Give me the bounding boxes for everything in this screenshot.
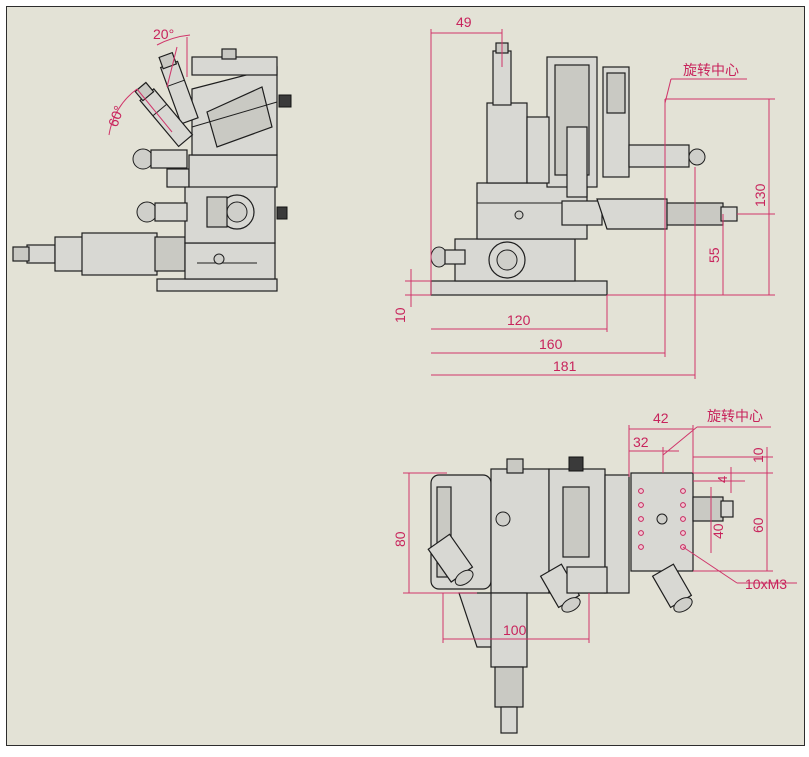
top-right-post-end: [720, 500, 734, 518]
dim-49-label: 49: [456, 14, 472, 30]
side-micrometer-tip: [26, 244, 56, 264]
top-slide-screw: [568, 456, 584, 472]
mount-hole: [638, 502, 644, 508]
front-vertical-mic: [566, 126, 588, 198]
front-right-arm-knob: [688, 148, 706, 166]
side-top-screw: [278, 94, 292, 108]
angle-60-label: 60°: [105, 103, 127, 128]
front-mic-mount: [561, 200, 603, 226]
front-mic-sleeve: [596, 198, 668, 230]
side-gonio-base: [188, 154, 278, 188]
side-middle-knob: [226, 201, 248, 223]
side-lower-stage: [184, 242, 276, 280]
top-rotation-center-label: 旋转中心: [707, 409, 763, 425]
side-right-screw: [276, 206, 288, 220]
side-middle-block: [206, 196, 228, 228]
mount-hole: [638, 544, 644, 550]
side-angle-leader-side: [136, 88, 173, 133]
dim-32-label: 32: [633, 434, 649, 450]
side-gonio-line: [191, 101, 278, 128]
dim-160-label: 160: [539, 336, 563, 352]
drawing-sheet: 20° 60°: [6, 6, 805, 746]
top-lower-bracket: [566, 566, 608, 594]
front-upper-connector: [526, 116, 550, 184]
dim-top-10-label: 10: [750, 447, 766, 463]
mount-hole: [638, 488, 644, 494]
side-knob-upper-shaft: [150, 149, 188, 169]
top-bottom-mic-body: [490, 592, 528, 668]
dim-4-label: 4: [715, 476, 730, 483]
side-top-cap: [221, 48, 237, 60]
side-knob-upper: [132, 148, 154, 170]
side-knob-middle: [136, 201, 158, 223]
top-connector: [604, 474, 630, 594]
side-base-plate: [156, 278, 278, 292]
front-rotation-center-label: 旋转中心: [683, 63, 739, 79]
top-bottom-mic-end: [500, 706, 518, 734]
side-view: 20° 60°: [12, 26, 292, 292]
side-micrometer-barrel: [54, 236, 86, 272]
top-left-angled-knob: [427, 533, 474, 586]
dim-60-label: 60: [750, 517, 766, 533]
top-view: 42 旋转中心 32 10 4 40 60 80 100 10xM3: [392, 409, 797, 734]
top-rc-leader: [662, 426, 698, 456]
top-right-angled-mic: [651, 563, 693, 613]
mount-hole: [638, 530, 644, 536]
front-lower-knob: [496, 249, 518, 271]
side-lower-screw: [213, 253, 225, 265]
dim-130-label: 130: [752, 183, 768, 207]
top-bottom-mic-barrel: [494, 666, 524, 708]
top-center-cap: [506, 458, 524, 474]
dim-55-label: 55: [706, 247, 722, 263]
top-center-body: [490, 468, 550, 594]
dim-181-label: 181: [553, 358, 577, 374]
front-right-column-mic: [606, 72, 626, 114]
side-micrometer-body: [81, 232, 158, 276]
front-left-knob-shaft: [444, 249, 466, 265]
front-base-plate: [430, 280, 608, 296]
front-view: 49 旋转中心 130 55 10 120 160 181: [392, 14, 775, 379]
angle-20-label: 20°: [153, 26, 174, 42]
dim-120-label: 120: [507, 312, 531, 328]
mount-hole: [680, 516, 686, 522]
dim-80-label: 80: [392, 531, 408, 547]
side-micrometer-sleeve: [154, 236, 186, 272]
dim-40-label: 40: [710, 523, 726, 539]
top-right-post: [692, 496, 724, 522]
side-micrometer-end: [12, 246, 30, 262]
front-right-arm: [628, 144, 690, 168]
side-angle-arc-side: [108, 88, 138, 136]
mount-hole: [680, 530, 686, 536]
side-knob-middle-shaft: [154, 202, 188, 222]
side-angle-arc-top: [156, 34, 191, 46]
side-knob-upper-mount: [166, 168, 190, 188]
front-middle-screw: [514, 210, 524, 220]
mount-hole: [638, 516, 644, 522]
side-angle-leader-top: [166, 46, 178, 88]
top-slide-cutout: [562, 486, 590, 558]
mount-hole: [680, 488, 686, 494]
mount-hole: [680, 502, 686, 508]
holes-leader: [682, 546, 738, 584]
top-center-screw: [495, 511, 511, 527]
dim-100-label: 100: [503, 622, 527, 638]
dim-42-label: 42: [653, 410, 669, 426]
side-top-block: [191, 56, 278, 76]
front-upper-left-block: [486, 102, 528, 184]
technical-drawing: 20° 60°: [12, 14, 797, 734]
side-angled-micrometer-2: [134, 81, 194, 148]
top-center-hole: [656, 513, 668, 525]
dim-10-label: 10: [392, 307, 408, 323]
side-gonio-wedge: [206, 86, 273, 148]
holes-10xM3-label: 10xM3: [745, 576, 787, 592]
